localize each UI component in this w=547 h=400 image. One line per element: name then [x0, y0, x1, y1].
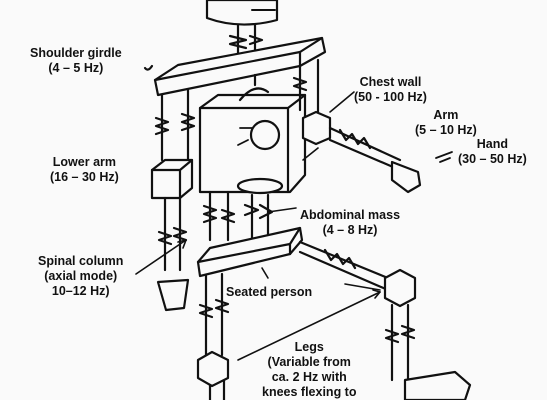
label-lower-arm: Lower arm (16 – 30 Hz) — [50, 155, 119, 185]
hand-name: Hand — [476, 137, 509, 151]
right-shoulder-rods — [292, 58, 320, 114]
left-knee-block — [196, 350, 230, 388]
hand-freq: (30 – 50 Hz) — [458, 152, 527, 166]
right-foot-block — [403, 370, 472, 400]
abdominal-mass — [236, 177, 284, 195]
label-chest-wall: Chest wall (50 - 100 Hz) — [354, 75, 427, 105]
legs-name: Legs — [294, 340, 324, 354]
spinal-column-line1: Spinal column — [38, 254, 124, 268]
lower-arm-rods — [157, 196, 188, 272]
head-block — [205, 0, 279, 26]
spinal-column — [202, 190, 274, 242]
seated-person-name: Seated person — [226, 285, 313, 299]
hand-block — [390, 160, 422, 194]
shoulder-girdle-pointer — [143, 64, 154, 71]
chest-wall-freq: (50 - 100 Hz) — [354, 90, 427, 104]
label-abdominal-mass: Abdominal mass (4 – 8 Hz) — [300, 208, 400, 238]
abdominal-mass-freq: (4 – 8 Hz) — [322, 223, 378, 237]
arm-joint-block — [301, 110, 332, 146]
shoulder-girdle-beam — [153, 36, 327, 97]
pointer-lines — [135, 91, 381, 361]
arm-freq: (5 – 10 Hz) — [415, 123, 477, 137]
chest-box — [198, 73, 307, 194]
chest-wall-name: Chest wall — [359, 75, 422, 89]
thigh-spring — [298, 240, 390, 292]
label-legs: Legs (Variable from ca. 2 Hz with knees … — [262, 340, 356, 400]
left-hand-block — [156, 278, 190, 312]
label-hand: Hand (30 – 50 Hz) — [458, 137, 527, 167]
legs-line3: ca. 2 Hz with — [271, 370, 347, 384]
label-arm: Arm (5 – 10 Hz) — [415, 108, 477, 138]
upper-arm — [328, 126, 402, 172]
label-spinal-column: Spinal column (axial mode) 10–12 Hz) — [38, 254, 123, 299]
arm-name: Arm — [433, 108, 459, 122]
spinal-column-line3: 10–12 Hz) — [51, 284, 110, 298]
shoulder-girdle-name: Shoulder girdle — [30, 46, 122, 60]
legs-line2: (Variable from — [267, 355, 351, 369]
knee-block — [383, 268, 417, 308]
right-leg-rods — [384, 303, 416, 382]
lower-arm-freq: (16 – 30 Hz) — [50, 170, 119, 184]
hand-pointer — [435, 151, 453, 163]
shoulder-girdle-freq: (4 – 5 Hz) — [48, 61, 104, 75]
abdominal-mass-name: Abdominal mass — [300, 208, 401, 222]
left-torso-rods — [154, 88, 196, 162]
seat-beam — [196, 226, 304, 278]
lower-arm-name: Lower arm — [52, 155, 116, 169]
legs-line4: knees flexing to — [262, 385, 357, 399]
label-seated-person: Seated person — [226, 285, 312, 300]
lower-arm-block — [150, 158, 194, 200]
label-shoulder-girdle: Shoulder girdle (4 – 5 Hz) — [30, 46, 122, 76]
spinal-column-line2: (axial mode) — [44, 269, 118, 283]
